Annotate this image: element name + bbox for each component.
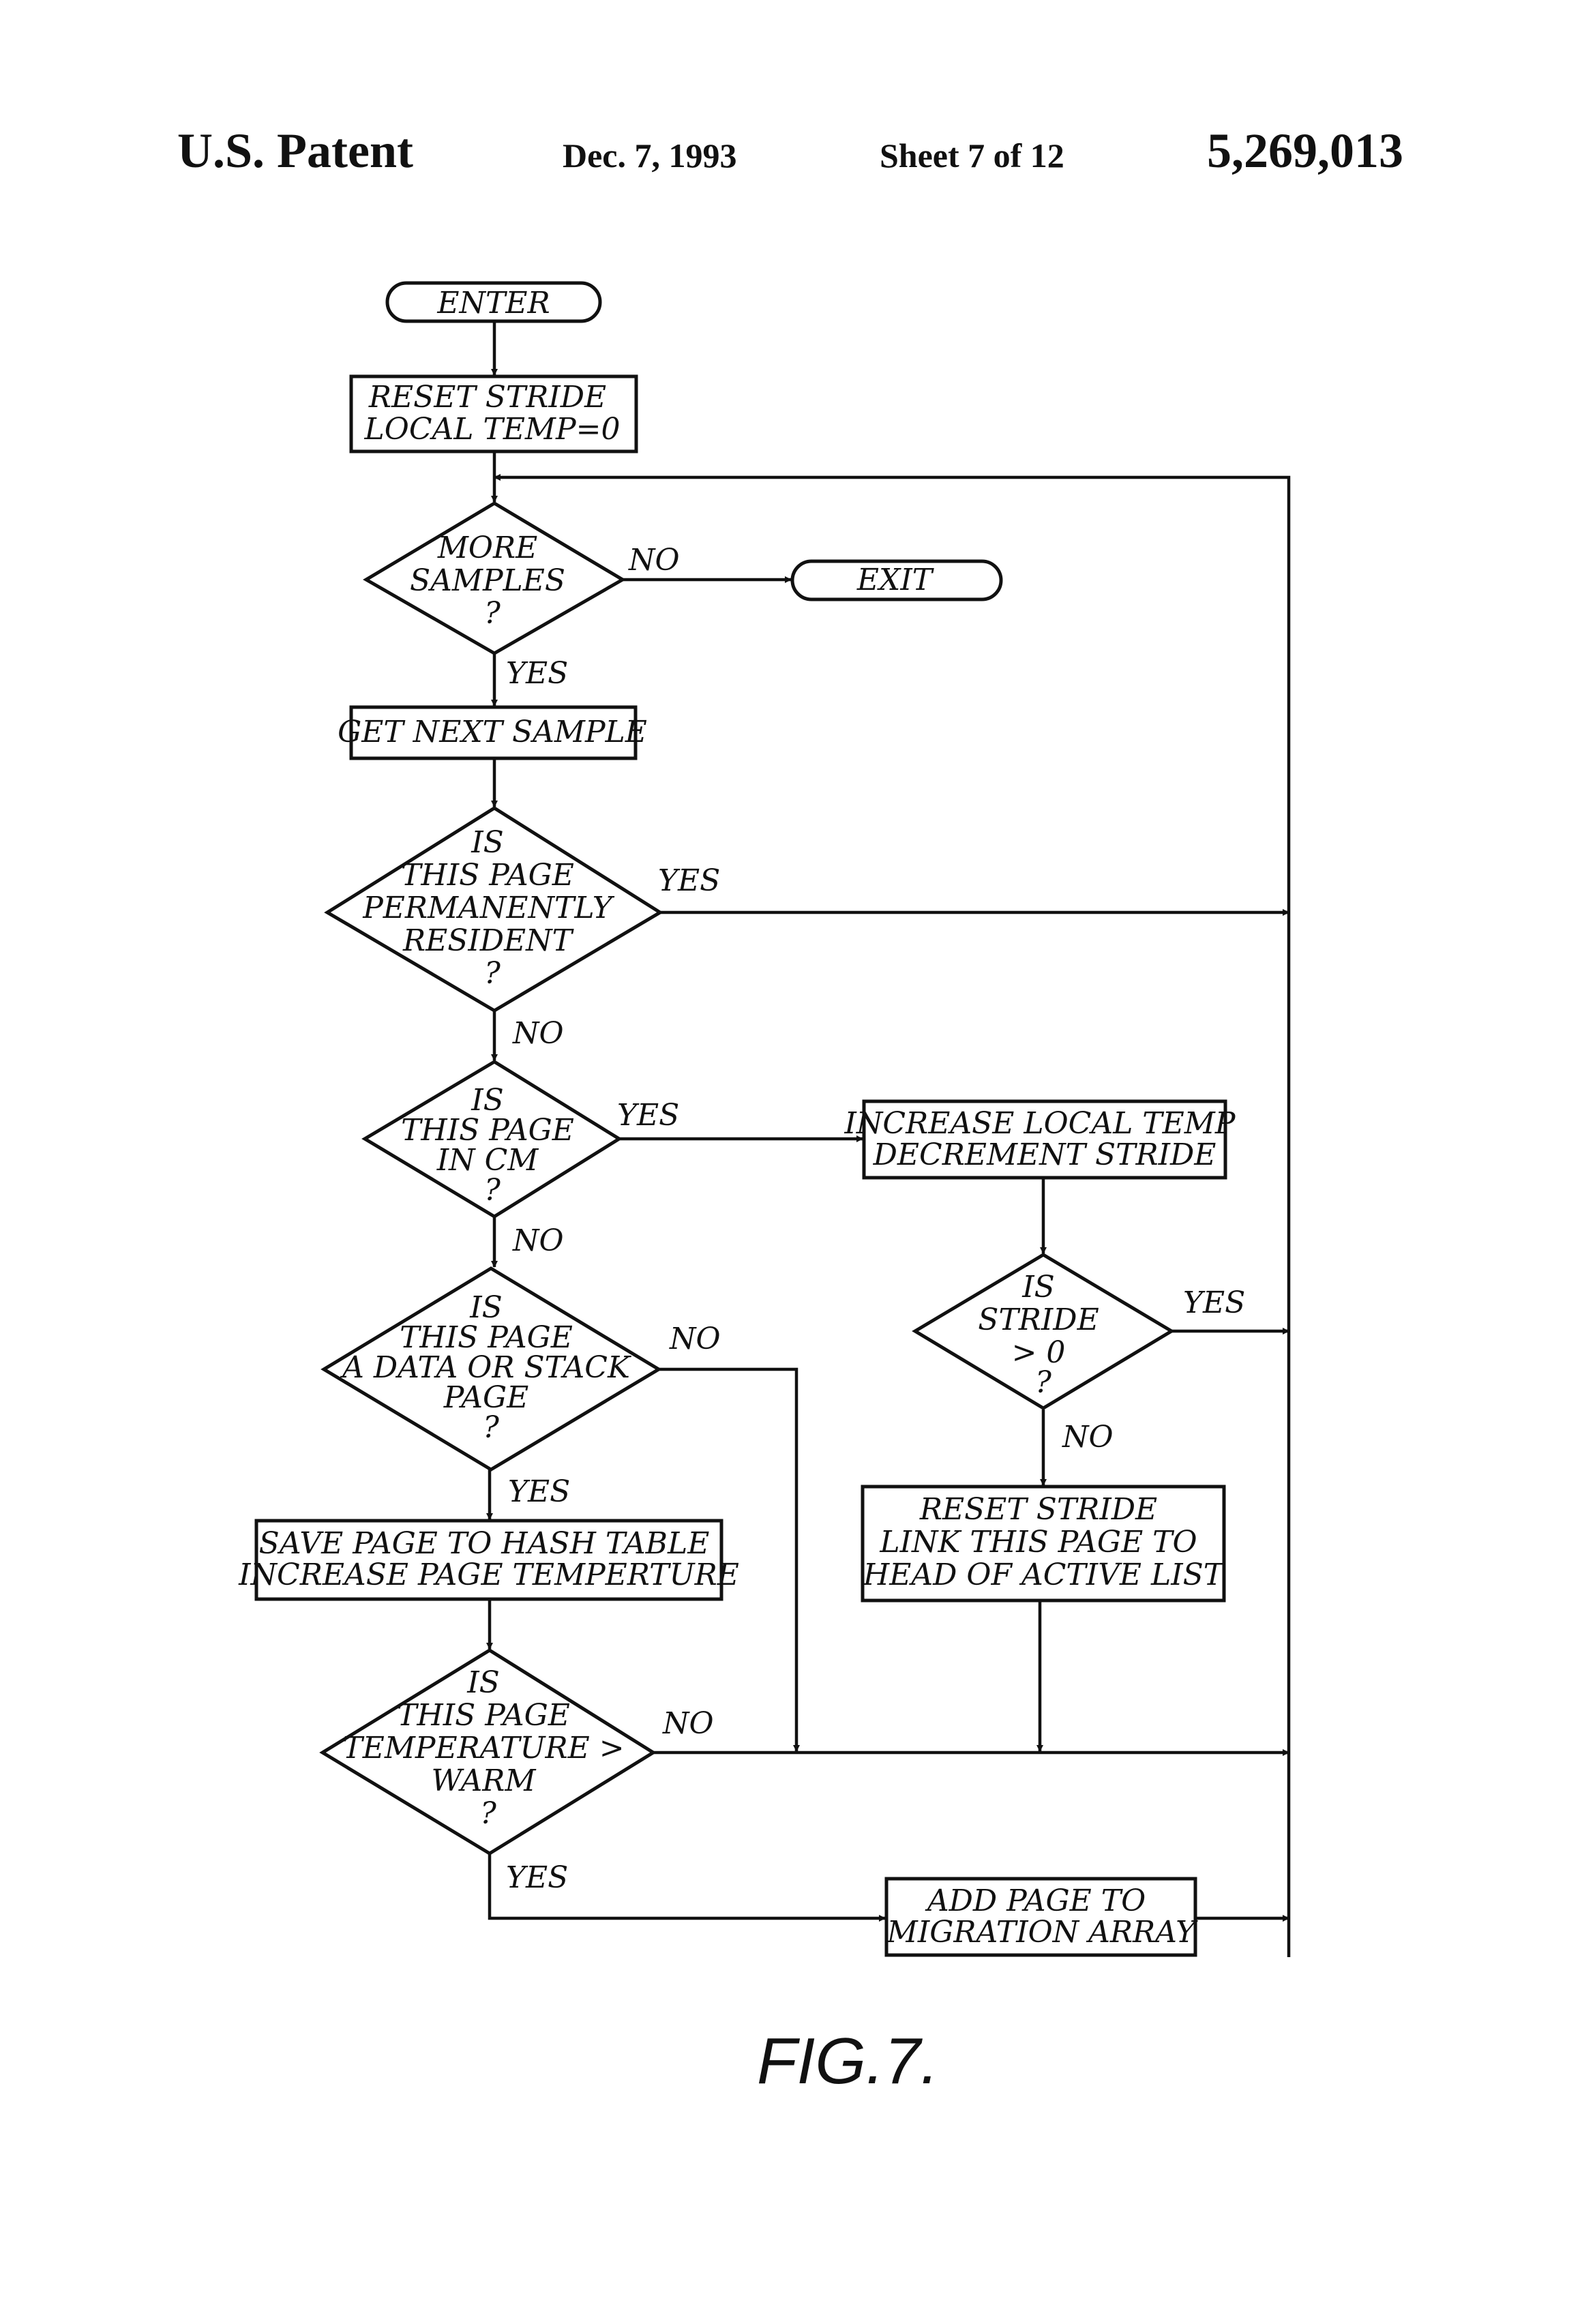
label-save-page: SAVE PAGE TO HASH TABLE INCREASE PAGE TE… (238, 1526, 739, 1592)
label-exit: EXIT (856, 563, 935, 597)
edge-temp-yes: YES (506, 1860, 568, 1895)
label-increase-local-temp: INCREASE LOCAL TEMP DECREMENT STRIDE (844, 1106, 1245, 1172)
edge-ds-no: NO (669, 1322, 721, 1356)
edge-ds-yes: YES (508, 1474, 570, 1509)
edge-perm-yes: YES (658, 863, 720, 898)
edge-more-yes: YES (506, 656, 568, 691)
label-permanently-resident: IS THIS PAGE PERMANENTLY RESIDENT ? (362, 825, 622, 991)
header-sheet: Sheet 7 of 12 (880, 136, 1064, 175)
label-data-or-stack-page: IS THIS PAGE A DATA OR STACK PAGE ? (340, 1290, 640, 1445)
header-patent-number: 5,269,013 (1207, 123, 1403, 178)
edge-cm-no: NO (512, 1223, 564, 1258)
figure-label: FIG.7. (757, 2025, 939, 2098)
label-reset-stride: RESET STRIDE LOCAL TEMP=0 (364, 380, 621, 447)
header-left: U.S. Patent (177, 123, 413, 178)
edge-more-no: NO (628, 543, 680, 578)
edge-perm-no: NO (512, 1016, 564, 1051)
edge-stride-no: NO (1062, 1420, 1114, 1455)
edge-stride-yes: YES (1183, 1285, 1245, 1320)
label-temperature-warm: IS THIS PAGE TEMPERATURE > WARM ? (342, 1665, 633, 1831)
edge-cm-yes: YES (617, 1098, 679, 1133)
label-enter: ENTER (436, 286, 550, 321)
edge-temp-no: NO (662, 1706, 714, 1741)
label-get-next-sample: GET NEXT SAMPLE (338, 715, 647, 749)
label-add-page-migration: ADD PAGE TO MIGRATION ARRAY (886, 1883, 1198, 1950)
header-date: Dec. 7, 1993 (563, 136, 737, 175)
